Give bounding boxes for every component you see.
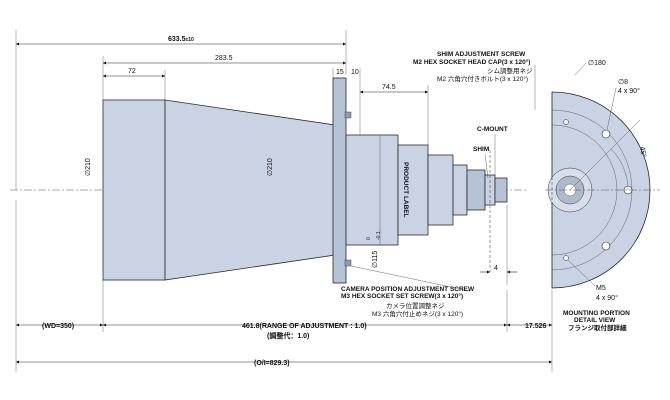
dia-mid-label: ∅210 — [267, 158, 274, 176]
c-mount-label: C-MOUNT — [477, 126, 508, 133]
front-edge-label: 72 — [128, 68, 136, 75]
flange-b-label: 10 — [351, 69, 359, 76]
svg-text:CAMERA POSITION ADJUSTMENT SCR: CAMERA POSITION ADJUSTMENT SCREW — [341, 286, 475, 293]
detail-view-caption: MOUNTING PORTION DETAIL VIEW フランジ取付部詳細 — [563, 310, 630, 332]
hole-diameter-label: ∅8 — [618, 79, 628, 86]
svg-text:M2 HEX SOCKET HEAD CAP(3 x 120: M2 HEX SOCKET HEAD CAP(3 x 120°) — [413, 58, 530, 66]
m5-hole-icon — [563, 255, 569, 261]
m5-label: M5 — [596, 285, 606, 292]
tapered-barrel — [164, 99, 336, 281]
mounting-detail-view — [545, 91, 660, 289]
lens-side-view — [102, 77, 508, 284]
mid-section-label: 74.5 — [382, 84, 396, 91]
hole-pattern-label: 4 x 90° — [618, 87, 640, 95]
svg-text:M3 六角穴付止めネジ(3 x 120°): M3 六角穴付止めネジ(3 x 120°) — [372, 309, 463, 318]
svg-text:∅210: ∅210 — [267, 158, 274, 176]
flange-a-label: 15 — [336, 69, 344, 76]
svg-text:0: 0 — [366, 237, 372, 240]
m5-pattern-label: 4 x 90° — [596, 294, 618, 302]
overall-length-label: 633.5±10 — [168, 36, 194, 43]
svg-text:∅115: ∅115 — [372, 251, 379, 268]
mount-hole-icon — [601, 129, 611, 139]
svg-text:-0.1: -0.1 — [376, 231, 382, 240]
dia-front-label: ∅210 — [85, 158, 92, 176]
angle-label: 45° — [638, 146, 648, 158]
c-mount-gap-dim: 4 — [480, 205, 517, 285]
mounting-flange — [332, 77, 347, 284]
shim-screw-marker — [344, 111, 352, 119]
front-section-label: 283.5 — [215, 55, 233, 62]
shim-screw-note: SHIM ADJUSTMENT SCREW M2 HEX SOCKET HEAD… — [413, 51, 536, 110]
range-label: 461.8(RANGE OF ADJUSTMENT : 1.0) — [242, 323, 367, 330]
flange-back-label: 17.526 — [525, 323, 547, 330]
svg-text:M2 六角穴付きボルト(3 x 120°): M2 六角穴付きボルト(3 x 120°) — [437, 74, 528, 83]
detail-diameter-label: ∅180 — [588, 60, 606, 67]
front-barrel — [102, 99, 166, 281]
rear-step-1 — [427, 154, 454, 226]
svg-text:フランジ取付部詳細: フランジ取付部詳細 — [568, 323, 627, 332]
svg-text:∅210: ∅210 — [85, 158, 92, 176]
oi-label: (O/I=829.3) — [254, 360, 290, 367]
svg-text:カメラ位置調整ネジ: カメラ位置調整ネジ — [386, 301, 445, 310]
camera-adapter — [494, 177, 508, 203]
svg-text:4: 4 — [494, 265, 498, 272]
camera-screw-marker — [344, 259, 352, 267]
dia-rear-label: ∅115 0 -0.1 — [366, 231, 382, 268]
svg-text:SHIM ADJUSTMENT SCREW: SHIM ADJUSTMENT SCREW — [437, 51, 526, 58]
svg-text:シム調整用ネジ: シム調整用ネジ — [487, 66, 533, 75]
top-dimensions: 633.5±10 283.5 72 15 10 74.5 — [15, 30, 429, 190]
rear-step-3 — [466, 169, 486, 211]
mount-hole-icon — [601, 241, 611, 251]
camera-screw-note: CAMERA POSITION ADJUSTMENT SCREW M3 HEX … — [341, 265, 475, 318]
mid-barrel — [345, 134, 399, 246]
m5-hole-icon — [563, 119, 569, 125]
bottom-dimensions: (WD=350) 461.8(RANGE OF ADJUSTMENT : 1.0… — [15, 200, 553, 372]
product-label: PRODUCT LABEL — [402, 162, 409, 218]
svg-text:M3 HEX SOCKET SET SCREW(3 x 12: M3 HEX SOCKET SET SCREW(3 x 120°) — [341, 292, 463, 300]
wd-label: (WD=350) — [42, 323, 74, 330]
svg-text:DETAIL VIEW: DETAIL VIEW — [574, 317, 616, 324]
shim-label: SHIM — [473, 146, 489, 153]
range-jp-label: (調整代：1.0) — [267, 331, 309, 340]
svg-text:MOUNTING PORTION: MOUNTING PORTION — [563, 310, 630, 317]
rear-step-2 — [452, 164, 468, 216]
